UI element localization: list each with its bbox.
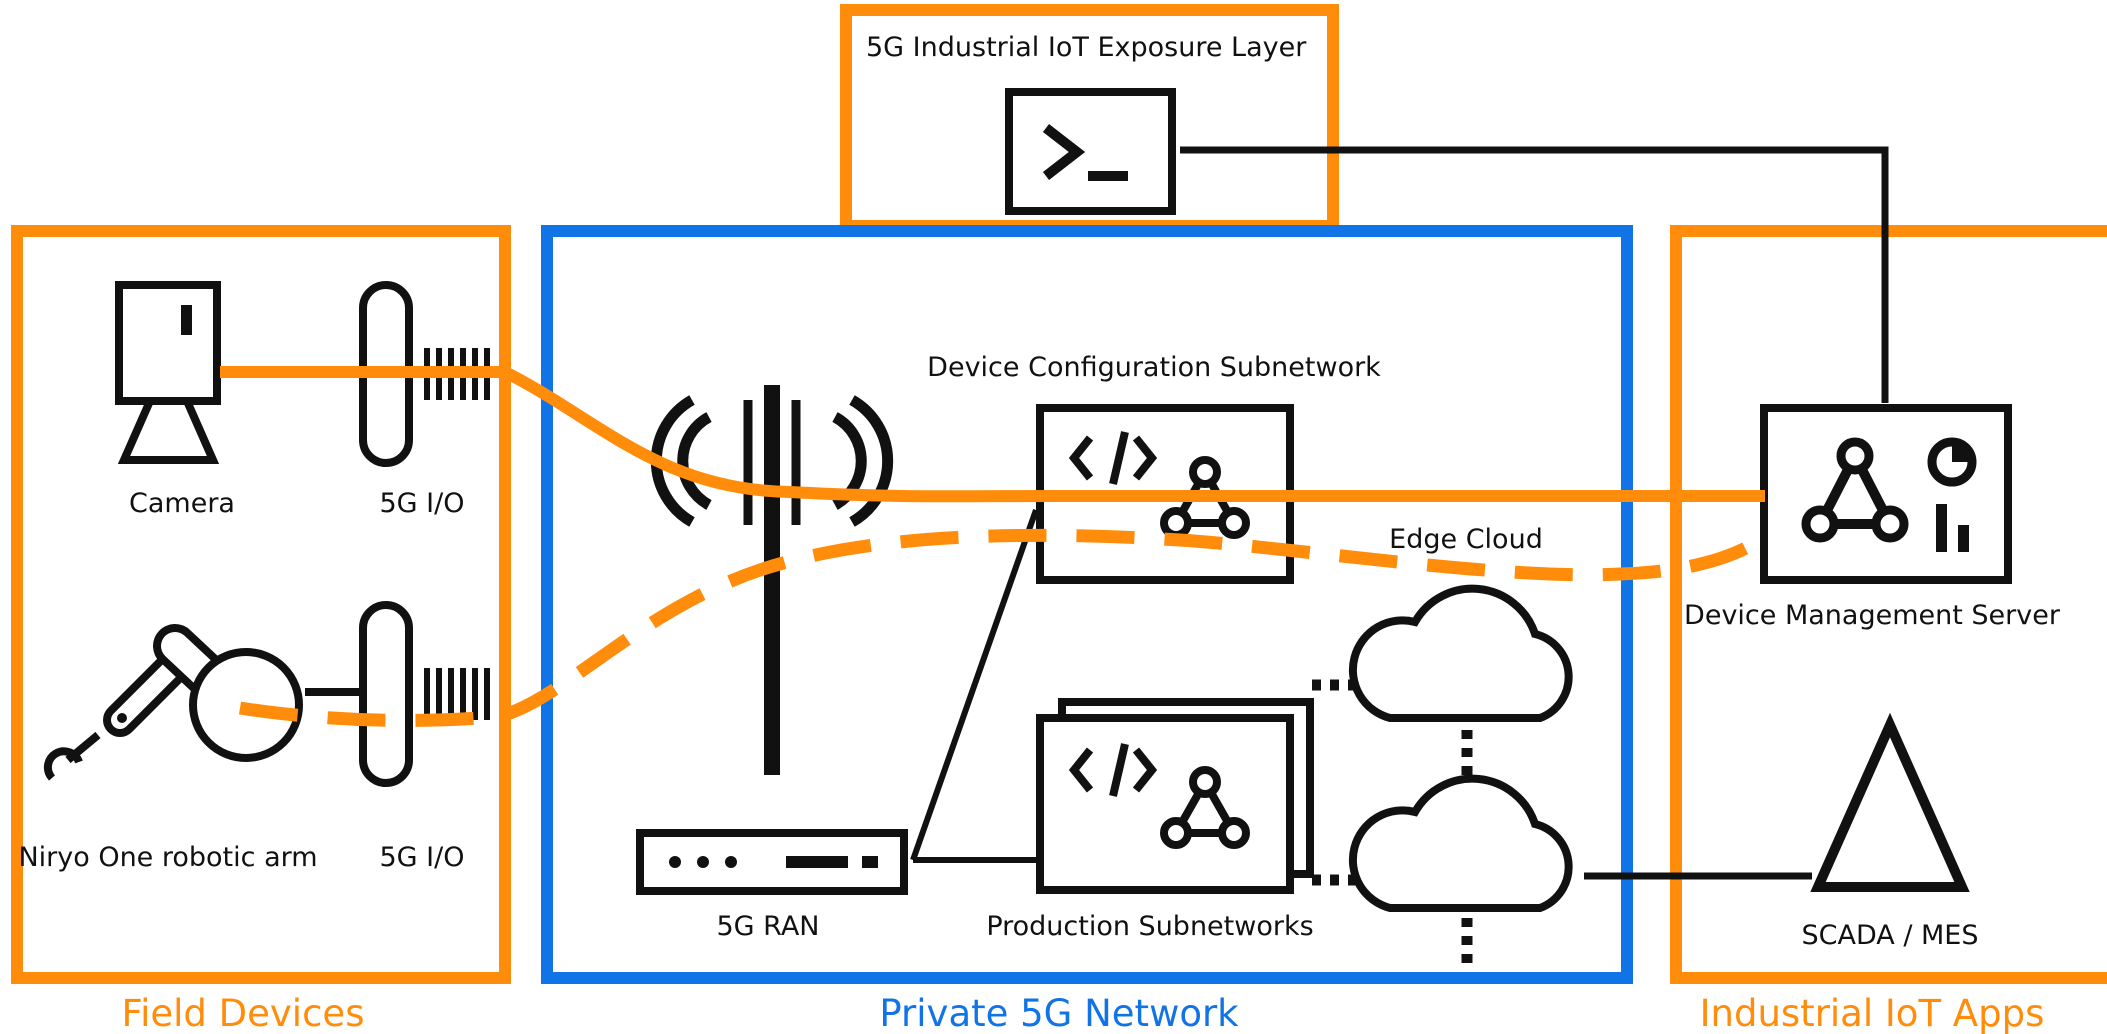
io-bottom-label: 5G I/O xyxy=(380,842,465,873)
io-top-label: 5G I/O xyxy=(380,488,465,519)
antenna-icon xyxy=(650,385,894,775)
cloud-icon xyxy=(1348,584,1573,722)
robot-data-path xyxy=(238,528,1770,727)
private-5g-title: Private 5G Network xyxy=(879,992,1239,1034)
radio-unit-icon xyxy=(636,829,908,895)
terminal-to-dms-line xyxy=(1180,146,1889,403)
iiot-apps-frame xyxy=(1670,225,2107,984)
iiot-apps-title: Industrial IoT Apps xyxy=(1700,992,2045,1034)
camera-label: Camera xyxy=(129,488,235,519)
camera-data-path xyxy=(220,366,1765,503)
field-devices-frame xyxy=(11,225,511,984)
terminal-icon xyxy=(1005,88,1176,215)
ran-label: 5G RAN xyxy=(716,911,819,942)
exposure-layer-title: 5G Industrial IoT Exposure Layer xyxy=(866,32,1307,63)
production-subnets-label: Production Subnetworks xyxy=(986,911,1313,942)
code-network-icon xyxy=(1036,698,1314,894)
dms-label: Device Management Server xyxy=(1684,600,2061,631)
config-subnet-label: Device Configuration Subnetwork xyxy=(927,352,1381,383)
robot-arm-icon xyxy=(43,624,303,781)
field-devices-title: Field Devices xyxy=(122,992,365,1034)
network-dashboard-icon xyxy=(1760,404,2012,584)
triangle-icon xyxy=(1810,712,1970,892)
robot-arm-label: Niryo One robotic arm xyxy=(18,842,317,873)
private-5g-frame xyxy=(541,225,1633,984)
edge-cloud-label: Edge Cloud xyxy=(1389,524,1543,555)
scada-label: SCADA / MES xyxy=(1801,920,1978,951)
cloud-icon xyxy=(1348,774,1573,912)
5g-io-device-icon xyxy=(359,601,490,787)
camera-icon xyxy=(115,281,221,464)
ran-to-config-line xyxy=(910,509,1039,861)
